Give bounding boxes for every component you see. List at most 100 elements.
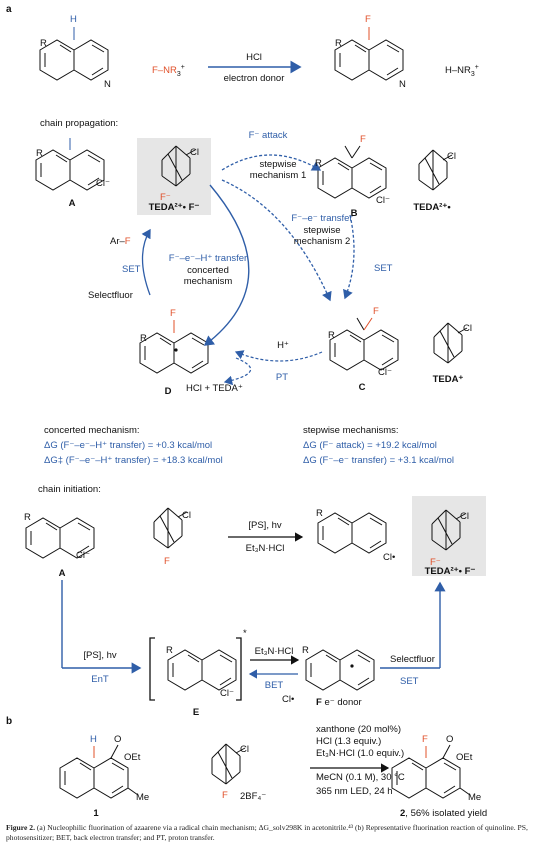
f-label-C: F [373,306,379,317]
f-label-product: F [422,734,428,745]
me-label-b: Me [136,792,150,803]
selectfluor-label: Selectfluor [88,290,133,301]
oet-label-product: OEt [456,752,473,763]
cl-minus-E: Cl⁻ [220,688,234,699]
excited-star: * [243,628,247,639]
r-label-C: R [328,330,335,341]
f-label-sf: F [164,556,170,567]
me-label-product: Me [468,792,482,803]
concerted-energy-2: ΔG‡ (F⁻–e⁻–H⁺ transfer) = +18.3 kcal/mol [44,455,223,466]
cl-minus-B: Cl⁻ [376,195,390,206]
hcl-teda-label: HCl + TEDA⁺ [186,383,243,394]
r-label-F: R [302,645,309,656]
cl-rad-label: Cl• [383,552,396,563]
h-atom-label: H [70,14,77,25]
f-label-b-reagent: F [222,790,228,801]
set-label-init: SET [400,676,419,687]
initiation-title: chain initiation: [38,484,101,495]
stepwise-energy-1: ΔG (F⁻ attack) = +19.2 kcal/mol [303,440,437,451]
hplus-label: H⁺ [277,340,289,351]
concerted-energy-1: ΔG (F⁻–e⁻–H⁺ transfer) = +0.3 kcal/mol [44,440,213,451]
cl-label-teda4: Cl [460,511,469,522]
f-attack-label: F⁻ attack [248,130,288,141]
n-atom-label-2: N [399,79,406,90]
product-yield-label: 2, 56% isolated yield [400,808,488,819]
compound-D-label: D [164,386,172,397]
stepwise-energy-title: stepwise mechanisms: [303,425,399,436]
ent-label: EnT [91,674,109,685]
cond-4: MeCN (0.1 M), 30 °C [316,772,405,783]
ps-hv-label-2: [PS], hv [83,650,117,661]
feh-transfer-label: F⁻–e⁻–H⁺ transfer [168,253,248,264]
compound-A-label: A [68,198,76,209]
concerted-mechanism-label: mechanism [183,276,233,287]
reagent-label: F–NR3+ [152,64,185,79]
o-label-product: O [446,734,454,745]
stepwise1-label: stepwise [259,159,297,170]
r-label-init-product: R [316,508,323,519]
cl-label-teda2: Cl [447,151,456,162]
set-label-left: SET [122,264,141,275]
init-A-label: A [58,568,66,579]
mechanism1-label: mechanism 1 [249,170,307,181]
set-label-right: SET [374,263,393,274]
cond-1: xanthone (20 mol%) [316,724,402,735]
cond-3: Et₃N·HCl (1.0 equiv.) [316,748,405,759]
panel-b-label: b [6,716,13,727]
r-label-A2: R [24,512,31,523]
compound-C-label: C [358,382,366,393]
f-atom-label: F [365,14,371,25]
propagation-title: chain propagation: [40,118,119,129]
pt-label: PT [275,372,289,383]
oet-label-b: OEt [124,752,141,763]
cl-minus-C: Cl⁻ [378,367,392,378]
r-label-A: R [36,148,43,159]
o-label-b: O [114,734,122,745]
stepwise-energy-2: ΔG (F⁻–e⁻ transfer) = +3.1 kcal/mol [303,455,455,466]
arrow-top-label: HCl [246,52,262,63]
arrow-bottom-label: electron donor [223,73,285,84]
fe-transfer-label: F⁻–e⁻ transfer [291,213,353,224]
r-group-label-2: R [335,38,342,49]
cl-label-teda3: Cl [463,323,472,334]
r-group-label: R [40,38,47,49]
teda-2plus-f-label: TEDA²⁺• F⁻ [148,202,200,213]
cl-label-sf: Cl [182,510,191,521]
compound-F-label: F e⁻ donor [316,697,362,708]
bet-label: BET [264,680,284,691]
compound-B-label: B [350,208,358,219]
panel-a-label: a [6,4,12,15]
figure-caption: Figure 2. (a) Nucleophilic fluorination … [6,823,528,842]
cl-rad-label-2: Cl• [282,694,295,705]
byproduct-label: H–NR3+ [445,64,479,79]
r-label-E: R [166,645,173,656]
r-label-B: R [315,158,322,169]
cond-5: 365 nm LED, 24 h [316,786,393,797]
compound-1-label: 1 [93,808,99,819]
cl-minus-A2: Cl⁻ [76,550,90,561]
r-label-D: R [140,333,147,344]
teda-2plus-f-label-2: TEDA²⁺• F⁻ [424,566,476,577]
cl-label-teda: Cl [190,147,199,158]
f-label-B: F [360,134,366,145]
concerted-energy-title: concerted mechanism: [44,425,140,436]
stepwise2-label: stepwise [303,225,341,236]
f-label-D: F [170,308,176,319]
f-minus-label-2: F⁻ [430,557,441,568]
compound-E-label: E [192,707,200,718]
h-label-b: H [90,734,97,745]
mechanism2-label: mechanism 2 [293,236,351,247]
teda-2plus-label: TEDA²⁺• [413,202,451,213]
cond-2: HCl (1.3 equiv.) [316,736,382,747]
teda-plus-label: TEDA⁺ [432,374,464,385]
concerted-label: concerted [187,265,229,276]
selectfluor-label-2: Selectfluor [390,654,435,665]
ps-hv-label: [PS], hv [248,520,282,531]
cl-minus-A: Cl⁻ [96,178,110,189]
cl-label-b: Cl [240,744,249,755]
n-atom-label: N [104,79,111,90]
arf-label: Ar–F [110,236,131,247]
et3n-hcl-label: Et₃N·HCl [245,543,285,554]
bf4-label: 2BF₄⁻ [240,791,267,802]
